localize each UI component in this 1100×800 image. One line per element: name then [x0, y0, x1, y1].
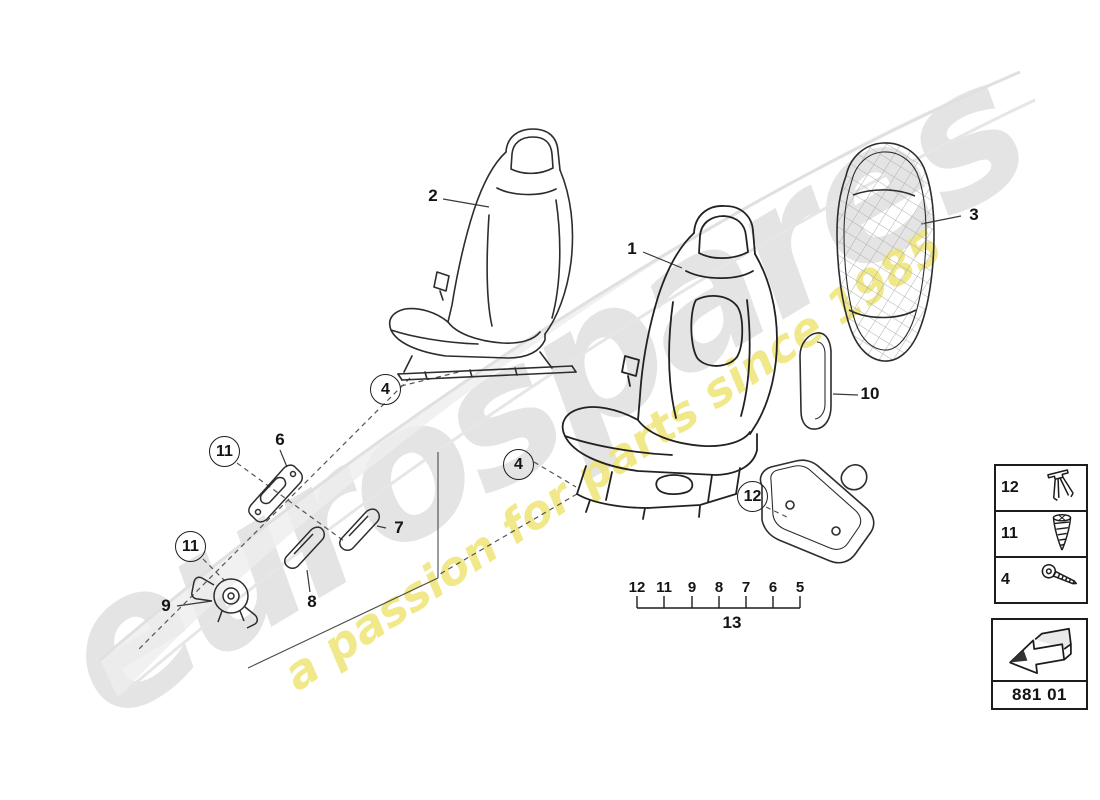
callout-3[interactable]: 3: [969, 205, 979, 224]
callout-11-top[interactable]: 11: [209, 436, 240, 467]
cap8-drawing: [284, 526, 325, 569]
callout-4-top[interactable]: 4: [370, 374, 401, 405]
fastener-legend: 12 11: [994, 464, 1088, 604]
legend-number-11: 11: [1001, 525, 1018, 542]
rail-trim-drawing: [759, 459, 875, 564]
bolt-icon: [1037, 558, 1081, 603]
bottom-row-5[interactable]: 5: [795, 579, 805, 596]
legend-item-4[interactable]: 4: [996, 558, 1086, 602]
callout-13[interactable]: 13: [722, 613, 742, 632]
callout-7[interactable]: 7: [394, 518, 404, 537]
group-bracket: [636, 596, 801, 609]
legend-number-4: 4: [1001, 571, 1010, 588]
side-trim-drawing: [799, 332, 832, 430]
legend-number-12: 12: [1001, 479, 1019, 496]
bottom-row-8[interactable]: 8: [714, 579, 724, 596]
seat-shell-drawing: [388, 128, 577, 381]
callout-11-bottom[interactable]: 11: [175, 531, 206, 562]
callout-9[interactable]: 9: [161, 596, 171, 615]
cap7-drawing: [339, 508, 380, 551]
switch-drawing: [248, 464, 303, 523]
motor-drawing: [191, 576, 258, 629]
bottom-row-12[interactable]: 12: [628, 579, 646, 596]
part-code-label: 881 01: [1012, 685, 1067, 704]
expansion-rivet-icon: [1041, 466, 1081, 511]
backrest-cover-drawing: [836, 142, 935, 362]
callout-8[interactable]: 8: [307, 592, 317, 611]
bottom-row-9[interactable]: 9: [687, 579, 697, 596]
callout-12[interactable]: 12: [737, 481, 768, 512]
bottom-row-11[interactable]: 11: [656, 579, 672, 596]
legend-item-12[interactable]: 12: [996, 466, 1086, 512]
legend-item-11[interactable]: 11: [996, 512, 1086, 558]
callout-2[interactable]: 2: [428, 186, 438, 205]
bottom-row-6[interactable]: 6: [768, 579, 778, 596]
part-code-box: 881 01: [991, 618, 1088, 710]
self-tapping-screw-icon: [1043, 511, 1081, 558]
exploded-view-arrow-icon: [993, 620, 1086, 682]
bottom-row-7[interactable]: 7: [741, 579, 751, 596]
seat-drawing: [561, 205, 778, 520]
construction-lines: [247, 452, 439, 669]
callout-4-bottom[interactable]: 4: [503, 449, 534, 480]
callout-6[interactable]: 6: [275, 430, 285, 449]
leader-lines: [176, 198, 962, 607]
callout-1[interactable]: 1: [627, 239, 637, 258]
callout-10[interactable]: 10: [860, 384, 880, 403]
